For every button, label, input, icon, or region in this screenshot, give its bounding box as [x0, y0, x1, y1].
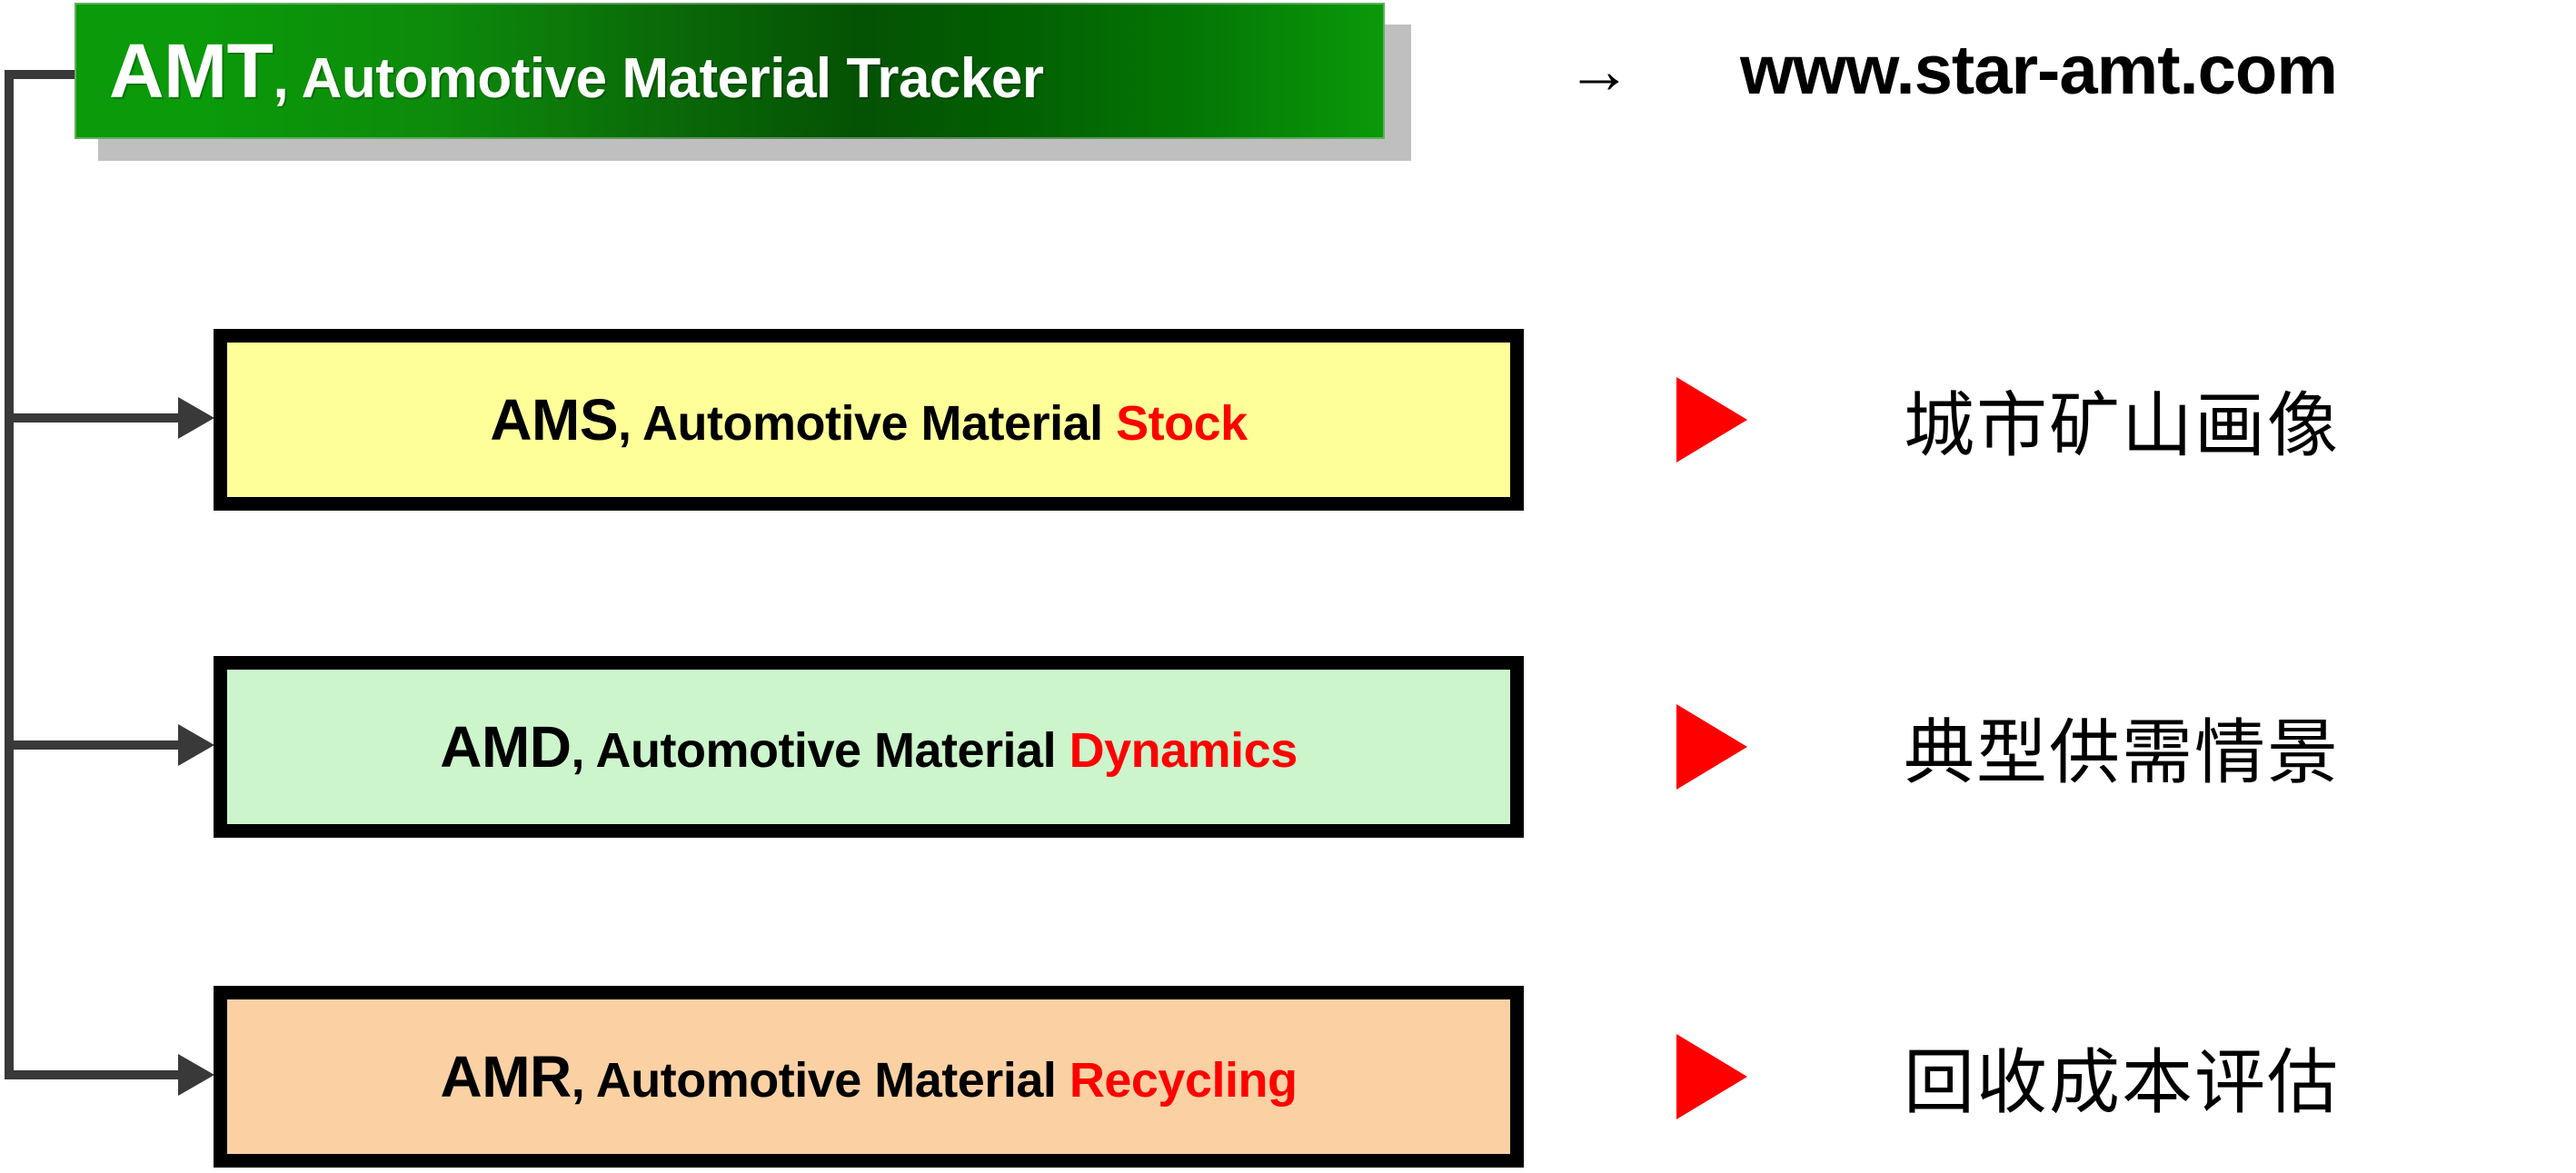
amt-banner-text: AMT, Automotive Material Tracker — [75, 27, 1044, 115]
red-triangle-right-icon — [1676, 1034, 1747, 1119]
connector-trunk — [5, 70, 14, 1079]
outcome-row-3: 回收成本评估 — [1676, 1022, 2340, 1131]
module-abbr-highlight-ams: S — [579, 387, 619, 452]
module-rest-amr: , Automotive Material — [571, 1053, 1069, 1108]
outcome-label-1: 城市矿山画像 — [1904, 385, 2341, 467]
module-box-amr[interactable]: AMR, Automotive Material Recycling — [214, 986, 1524, 1168]
connector-branch-amr — [5, 1070, 179, 1079]
website-url[interactable]: www.star-amt.com — [1740, 31, 2338, 109]
amt-full-name: , Automotive Material Tracker — [273, 46, 1044, 110]
module-box-amd[interactable]: AMD, Automotive Material Dynamics — [214, 656, 1524, 838]
module-abbr-highlight-amd: D — [529, 714, 572, 780]
module-abbr-prefix-amd: AM — [440, 714, 530, 780]
connector-stub-to-amt — [5, 70, 75, 79]
outcome-label-2: 典型供需情景 — [1904, 712, 2341, 794]
module-keyword-ams: Stock — [1116, 396, 1248, 451]
connector-branch-amd — [5, 741, 179, 750]
outcome-row-1: 城市矿山画像 — [1676, 365, 2340, 474]
module-abbr-highlight-amr: R — [530, 1044, 572, 1109]
module-rest-amd: , Automotive Material — [571, 723, 1069, 778]
arrowhead-right-icon — [178, 397, 214, 439]
arrowhead-right-icon — [178, 724, 214, 766]
red-triangle-right-icon — [1676, 377, 1747, 462]
arrowhead-right-icon — [178, 1054, 214, 1096]
module-abbr-prefix-ams: AM — [490, 387, 580, 452]
module-label-ams: AMS, Automotive Material Stock — [227, 391, 1510, 449]
module-keyword-amr: Recycling — [1069, 1053, 1298, 1108]
module-box-ams[interactable]: AMS, Automotive Material Stock — [214, 329, 1524, 511]
module-keyword-amd: Dynamics — [1069, 723, 1298, 778]
module-rest-ams: , Automotive Material — [618, 396, 1117, 451]
outcome-label-3: 回收成本评估 — [1904, 1042, 2341, 1124]
red-triangle-right-icon — [1676, 704, 1747, 790]
amt-banner[interactable]: AMT, Automotive Material Tracker — [75, 3, 1385, 139]
connector-branch-ams — [5, 413, 179, 422]
module-label-amr: AMR, Automotive Material Recycling — [227, 1048, 1510, 1106]
module-abbr-prefix-amr: AM — [440, 1044, 531, 1109]
amt-abbreviation: AMT — [109, 27, 274, 114]
outcome-row-2: 典型供需情景 — [1676, 692, 2340, 801]
module-label-amd: AMD, Automotive Material Dynamics — [227, 718, 1510, 776]
right-arrow-icon: → — [1566, 34, 1632, 107]
